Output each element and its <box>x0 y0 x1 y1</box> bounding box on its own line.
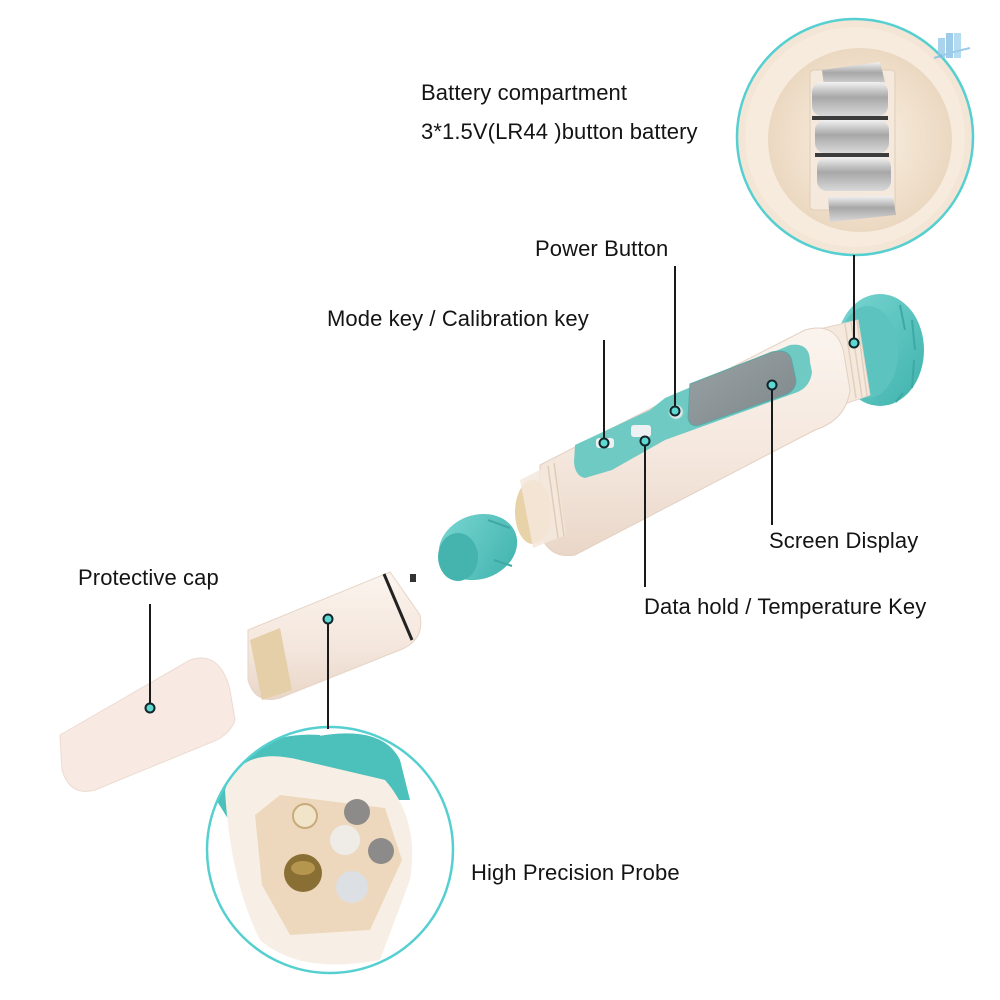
label-data-hold: Data hold / Temperature Key <box>644 594 927 619</box>
callout-dot-data-hold <box>639 435 651 447</box>
label-screen-display: Screen Display <box>769 528 919 553</box>
leader-data-hold <box>644 442 646 587</box>
callout-dot-power-button <box>669 405 681 417</box>
leader-power-button <box>674 266 676 410</box>
watermark-logo <box>933 33 971 59</box>
label-protective-cap: Protective cap <box>78 565 219 590</box>
front-nut <box>438 513 518 581</box>
probe-inset <box>207 727 453 973</box>
label-power-button: Power Button <box>535 236 669 261</box>
label-mode-key: Mode key / Calibration key <box>327 306 589 331</box>
probe-module <box>247 571 422 700</box>
leader-protective-cap <box>149 604 151 708</box>
leader-screen-display <box>771 385 773 525</box>
leader-probe <box>327 619 329 729</box>
leader-battery <box>853 255 855 343</box>
protective-cap-shape <box>59 657 236 792</box>
label-battery-spec: 3*1.5V(LR44 )button battery <box>421 119 698 144</box>
callout-dot-probe <box>322 613 334 625</box>
meter-body <box>515 319 871 557</box>
label-high-precision-probe: High Precision Probe <box>471 860 680 885</box>
callout-dot-screen-display <box>766 379 778 391</box>
label-battery-compartment: Battery compartment <box>421 80 628 105</box>
leader-mode-key <box>603 340 605 442</box>
battery-inset <box>737 19 973 255</box>
callout-dot-mode-key <box>598 437 610 449</box>
callout-dot-battery <box>848 337 860 349</box>
callout-dot-protective-cap <box>144 702 156 714</box>
